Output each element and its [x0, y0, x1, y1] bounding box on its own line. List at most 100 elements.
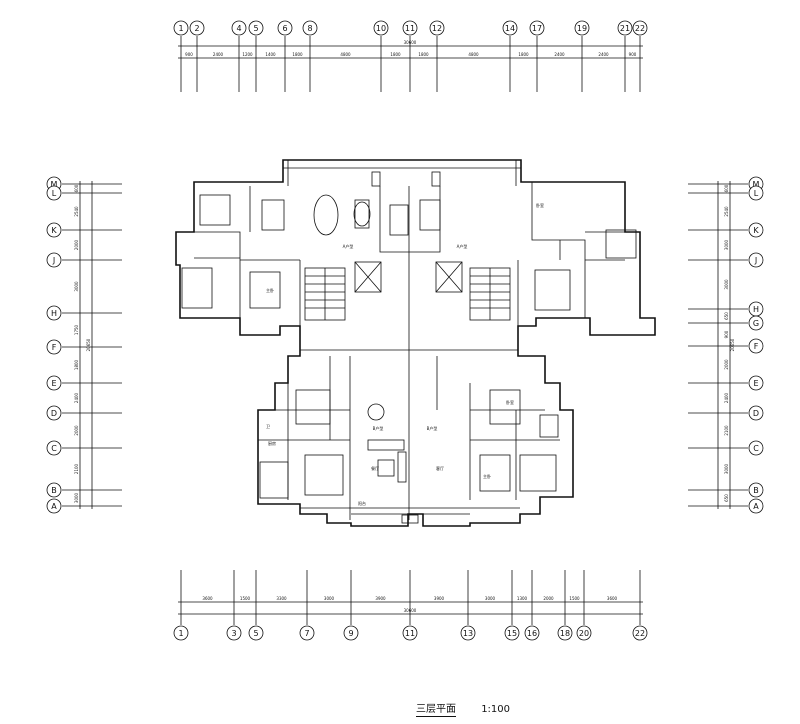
axis-top-21: 21 — [617, 20, 633, 36]
axis-right-G: G — [748, 315, 764, 331]
axis-bot-7: 7 — [299, 625, 315, 641]
axis-right-H: H — [748, 301, 764, 317]
dim-right-seg: 900 — [724, 330, 729, 338]
dim-top-seg: 2400 — [554, 52, 565, 57]
axis-top-22: 22 — [632, 20, 648, 36]
dim-right-total: 20650 — [730, 338, 735, 351]
dim-left-seg: 2000 — [74, 239, 79, 250]
dim-top-total: 30600 — [404, 40, 417, 45]
svg-text:A: A — [51, 502, 57, 511]
dim-top-seg: 1200 — [242, 52, 253, 57]
svg-text:L: L — [52, 189, 57, 198]
svg-text:5: 5 — [253, 24, 258, 33]
svg-text:1: 1 — [178, 629, 183, 638]
dim-top-seg: 1400 — [265, 52, 276, 57]
room-label-living: 客厅 — [436, 465, 444, 471]
svg-text:C: C — [51, 444, 57, 453]
dim-left-seg: 1750 — [74, 324, 79, 335]
dim-top-seg: 1800 — [418, 52, 429, 57]
svg-text:22: 22 — [635, 629, 645, 638]
axis-bot-9: 9 — [343, 625, 359, 641]
axis-left-H: H — [46, 305, 62, 321]
axis-top-17: 17 — [529, 20, 545, 36]
svg-text:9: 9 — [348, 629, 353, 638]
svg-text:M: M — [753, 180, 760, 189]
dim-top-seg: 2400 — [598, 52, 609, 57]
svg-text:1: 1 — [178, 24, 183, 33]
svg-text:14: 14 — [505, 24, 515, 33]
dim-right-seg: 650 — [724, 312, 729, 320]
dim-bot-seg: 3600 — [607, 596, 618, 601]
dim-left-total: 20650 — [86, 338, 91, 351]
dim-bot-seg: 3900 — [375, 596, 386, 601]
svg-text:7: 7 — [304, 629, 309, 638]
svg-text:F: F — [754, 342, 759, 351]
dim-right-seg: 600 — [724, 184, 729, 192]
axis-right-L: L — [748, 185, 764, 201]
axis-right-C: C — [748, 440, 764, 456]
svg-text:L: L — [754, 189, 759, 198]
svg-text:13: 13 — [463, 629, 473, 638]
svg-text:J: J — [754, 256, 757, 265]
axis-bot-5: 5 — [248, 625, 264, 641]
dim-bot-seg: 3900 — [434, 596, 445, 601]
dim-left-seg: 2100 — [74, 463, 79, 474]
svg-text:11: 11 — [405, 629, 415, 638]
drawing-scale: 1:100 — [481, 704, 511, 715]
svg-text:17: 17 — [532, 24, 542, 33]
svg-text:19: 19 — [577, 24, 587, 33]
dim-left-seg: 3000 — [74, 281, 79, 292]
svg-text:K: K — [51, 226, 57, 235]
axis-bot-22: 22 — [632, 625, 648, 641]
dim-bot-total: 30600 — [404, 608, 417, 613]
dim-right-seg: 3000 — [724, 239, 729, 250]
axis-top-1: 1 — [173, 20, 189, 36]
axis-bot-11: 11 — [402, 625, 418, 641]
svg-text:11: 11 — [405, 24, 415, 33]
svg-text:F: F — [52, 343, 57, 352]
dim-left-seg: 2540 — [74, 206, 79, 217]
svg-text:10: 10 — [376, 24, 386, 33]
axis-left-D: D — [46, 405, 62, 421]
axis-left-K: K — [46, 222, 62, 238]
svg-text:H: H — [51, 309, 57, 318]
dim-right-seg: 3000 — [724, 279, 729, 290]
svg-text:C: C — [753, 444, 759, 453]
dim-top-seg: 900 — [629, 52, 637, 57]
room-label-unit_a_west: A户型 — [343, 243, 354, 249]
svg-text:B: B — [753, 486, 759, 495]
room-label-unit_b_west: B户型 — [373, 425, 384, 431]
room-label-unit_a_east: A户型 — [457, 243, 468, 249]
axis-left-A: A — [46, 498, 62, 514]
axis-top-14: 14 — [502, 20, 518, 36]
axis-top-6: 6 — [277, 20, 293, 36]
dim-top-seg: 4800 — [468, 52, 479, 57]
axis-right-E: E — [748, 375, 764, 391]
dim-left-seg: 3000 — [74, 492, 79, 503]
room-label-unit_b_east: B户型 — [427, 425, 438, 431]
svg-text:16: 16 — [527, 629, 537, 638]
axis-top-12: 12 — [429, 20, 445, 36]
axis-top-11: 11 — [402, 20, 418, 36]
svg-text:E: E — [753, 379, 758, 388]
dim-left-seg: 600 — [74, 184, 79, 192]
svg-text:2: 2 — [194, 24, 199, 33]
dim-bot-seg: 1500 — [240, 596, 251, 601]
dim-bot-seg: 3000 — [324, 596, 335, 601]
svg-text:M: M — [51, 180, 58, 189]
room-label-dining: 餐厅 — [371, 465, 379, 471]
axis-right-J: J — [748, 252, 764, 268]
room-label-balcony: 阳台 — [358, 500, 366, 506]
axis-top-2: 2 — [189, 20, 205, 36]
svg-text:J: J — [52, 256, 55, 265]
axis-top-5: 5 — [248, 20, 264, 36]
dim-bot-seg: 3600 — [202, 596, 213, 601]
axis-left-J: J — [46, 252, 62, 268]
axis-right-A: A — [748, 498, 764, 514]
dim-right-seg: 2400 — [724, 392, 729, 403]
svg-text:A: A — [753, 502, 759, 511]
